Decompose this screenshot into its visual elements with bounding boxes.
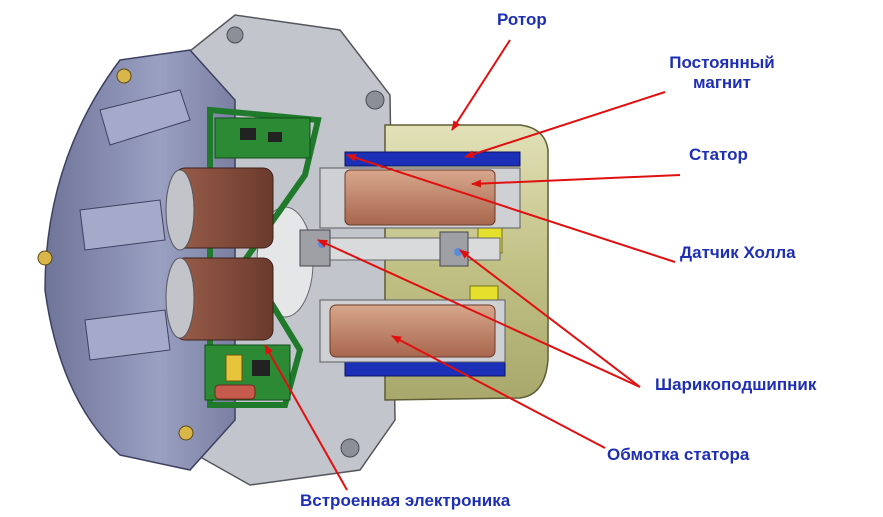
label-stator: Статор	[689, 145, 748, 164]
arrow-rotor	[451, 39, 511, 131]
label-stator-winding: Обмотка статора	[607, 445, 750, 464]
label-permanent-magnet-line2: магнит	[693, 73, 751, 92]
arrow-bearing-2	[459, 249, 641, 388]
stator-windings	[329, 169, 496, 358]
pointer-arrows	[264, 39, 681, 491]
label-ball-bearing: Шарикоподшипник	[655, 375, 817, 394]
arrow-bearing-1	[317, 239, 641, 388]
label-permanent-magnet-line1: Постоянный	[669, 53, 775, 72]
arrow-magnet	[464, 91, 666, 159]
motor-housing	[37, 49, 236, 471]
label-permanent-magnet: Постоянный магнит	[642, 53, 802, 93]
arrow-electronics	[264, 344, 348, 491]
permanent-magnets	[344, 151, 521, 377]
arrow-winding	[391, 335, 606, 449]
label-integrated-electronics: Встроенная электроника	[300, 491, 511, 510]
arrow-hall-sensor	[346, 153, 676, 263]
inductors	[165, 167, 274, 341]
label-hall-sensor: Датчик Холла	[680, 243, 796, 262]
label-rotor: Ротор	[497, 10, 547, 29]
ball-bearings	[299, 229, 469, 267]
arrow-stator	[471, 174, 681, 188]
